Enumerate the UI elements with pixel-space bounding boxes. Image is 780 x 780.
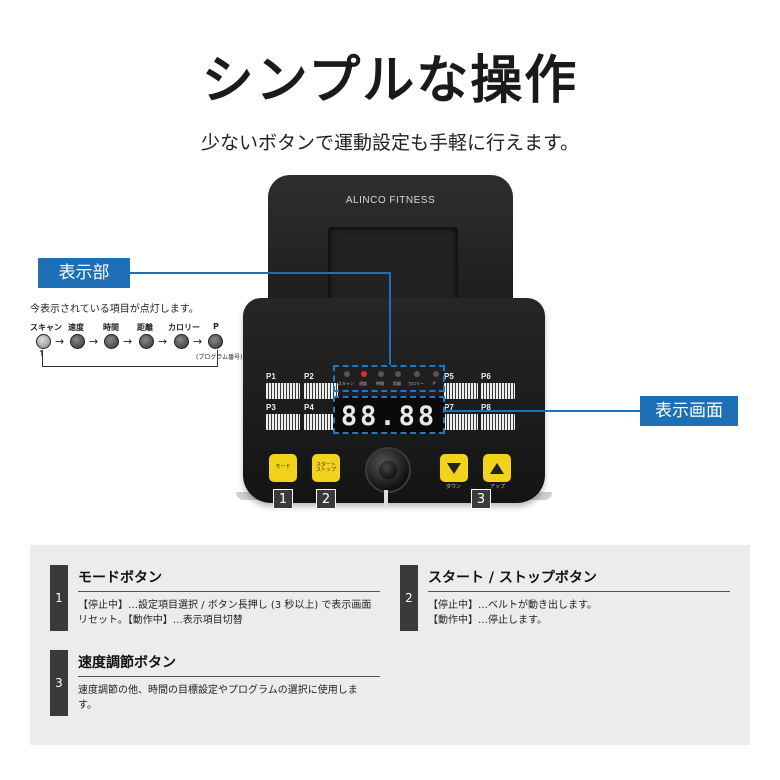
- item-rule: [78, 591, 380, 592]
- callout-line: [445, 410, 640, 412]
- item-number: 2: [400, 565, 418, 631]
- program-p6: P6: [481, 372, 515, 402]
- info-panel: 1 モードボタン 【停止中】…設定項目選択 / ボタン長押し (3 秒以上) で…: [30, 545, 750, 745]
- program-p4: P4: [304, 403, 338, 433]
- callout-display-section: 表示部: [38, 258, 130, 288]
- sequence-dot-time: [104, 334, 119, 349]
- sequence-sub-label: (プログラム番号): [196, 354, 243, 361]
- item-title: モードボタン: [78, 570, 162, 586]
- led-scan: [344, 371, 350, 377]
- start-stop-button[interactable]: スタート ストップ: [312, 454, 340, 482]
- led-calorie: [414, 371, 420, 377]
- item-number: 3: [50, 650, 68, 716]
- segment-display: 88.88: [333, 396, 445, 434]
- item-start-stop-button: 2 スタート / ストップボタン 【停止中】…ベルトが動き出します。 【動作中】…: [400, 565, 735, 635]
- mode-button[interactable]: モード: [269, 454, 297, 482]
- item-description: 速度調節の他、時間の目標設定やプログラムの選択に使用します。: [78, 685, 358, 711]
- safety-key-knob[interactable]: [365, 447, 411, 493]
- led-label: 距離: [393, 381, 401, 386]
- sequence-label: カロリー: [168, 323, 200, 332]
- item-mode-button: 1 モードボタン 【停止中】…設定項目選択 / ボタン長押し (3 秒以上) で…: [50, 565, 380, 635]
- sequence-dot-program: [208, 334, 223, 349]
- led-label: スキャン: [338, 381, 354, 386]
- item-description: 【停止中】…ベルトが動き出します。 【動作中】…停止します。: [428, 600, 597, 626]
- up-button-label: アップ: [490, 484, 506, 490]
- sequence-arrow: →: [193, 335, 203, 348]
- led-time: [378, 371, 384, 377]
- speed-up-button[interactable]: [483, 454, 511, 482]
- page-title: シンプルな操作: [201, 51, 579, 111]
- item-title: 速度調節ボタン: [78, 655, 176, 671]
- led-label: カロリー: [408, 381, 424, 386]
- item-rule: [428, 591, 730, 592]
- item-description: 【停止中】…設定項目選択 / ボタン長押し (3 秒以上) で表示画面リセット。…: [78, 600, 372, 626]
- sequence-loop-line: [42, 350, 218, 367]
- led-label: P: [433, 381, 436, 386]
- display-indicator-leds: スキャン 速度 時間 距離 カロリー P: [333, 365, 445, 392]
- sequence-arrow: →: [123, 335, 133, 348]
- down-button-label: ダウン: [446, 484, 462, 490]
- sequence-label: P: [213, 322, 219, 331]
- sequence-label: 距離: [137, 323, 153, 332]
- program-p2: P2: [304, 372, 338, 402]
- item-number: 1: [50, 565, 68, 631]
- led-speed: [361, 371, 367, 377]
- sequence-dot-calorie: [174, 334, 189, 349]
- led-label: 速度: [359, 381, 367, 386]
- tag-1: 1: [273, 489, 293, 509]
- sequence-label: 時間: [103, 323, 119, 332]
- led-program: [433, 371, 439, 377]
- callout-line: [130, 272, 390, 274]
- tag-2: 2: [316, 489, 336, 509]
- start-stop-button-label: スタート ストップ: [315, 461, 336, 473]
- sequence-dot-speed: [70, 334, 85, 349]
- program-p7: P7: [444, 403, 478, 433]
- sequence-arrow: →: [158, 335, 168, 348]
- display-value: 88.88: [340, 401, 438, 432]
- up-arrow-icon: [490, 462, 504, 474]
- sequence-label: スキャン: [30, 323, 62, 332]
- item-title: スタート / ストップボタン: [428, 570, 597, 586]
- sequence-arrow: →: [55, 335, 65, 348]
- program-p3: P3: [266, 403, 300, 433]
- sequence-dot-scan: [36, 334, 51, 349]
- sequence-dot-distance: [139, 334, 154, 349]
- program-p1: P1: [266, 372, 300, 402]
- display-note: 今表示されている項目が点灯します。: [30, 304, 199, 315]
- callout-display-screen: 表示画面: [640, 396, 738, 426]
- page-subtitle: 少ないボタンで運動設定も手軽に行えます。: [200, 132, 580, 154]
- callout-line: [389, 272, 391, 365]
- safety-cord: [384, 490, 388, 506]
- brand-logo: ALINCO FITNESS: [345, 195, 436, 206]
- mode-button-label: モード: [275, 464, 291, 471]
- down-arrow-icon: [447, 462, 461, 474]
- program-p5: P5: [444, 372, 478, 402]
- item-rule: [78, 676, 380, 677]
- loop-arrow-up-icon: ↑: [38, 349, 45, 358]
- sequence-arrow: →: [89, 335, 99, 348]
- program-p8: P8: [481, 403, 515, 433]
- led-distance: [395, 371, 401, 377]
- speed-down-button[interactable]: [440, 454, 468, 482]
- sequence-label: 速度: [68, 323, 84, 332]
- item-speed-button: 3 速度調節ボタン 速度調節の他、時間の目標設定やプログラムの選択に使用します。: [50, 650, 380, 720]
- led-label: 時間: [376, 381, 384, 386]
- tag-3: 3: [471, 489, 491, 509]
